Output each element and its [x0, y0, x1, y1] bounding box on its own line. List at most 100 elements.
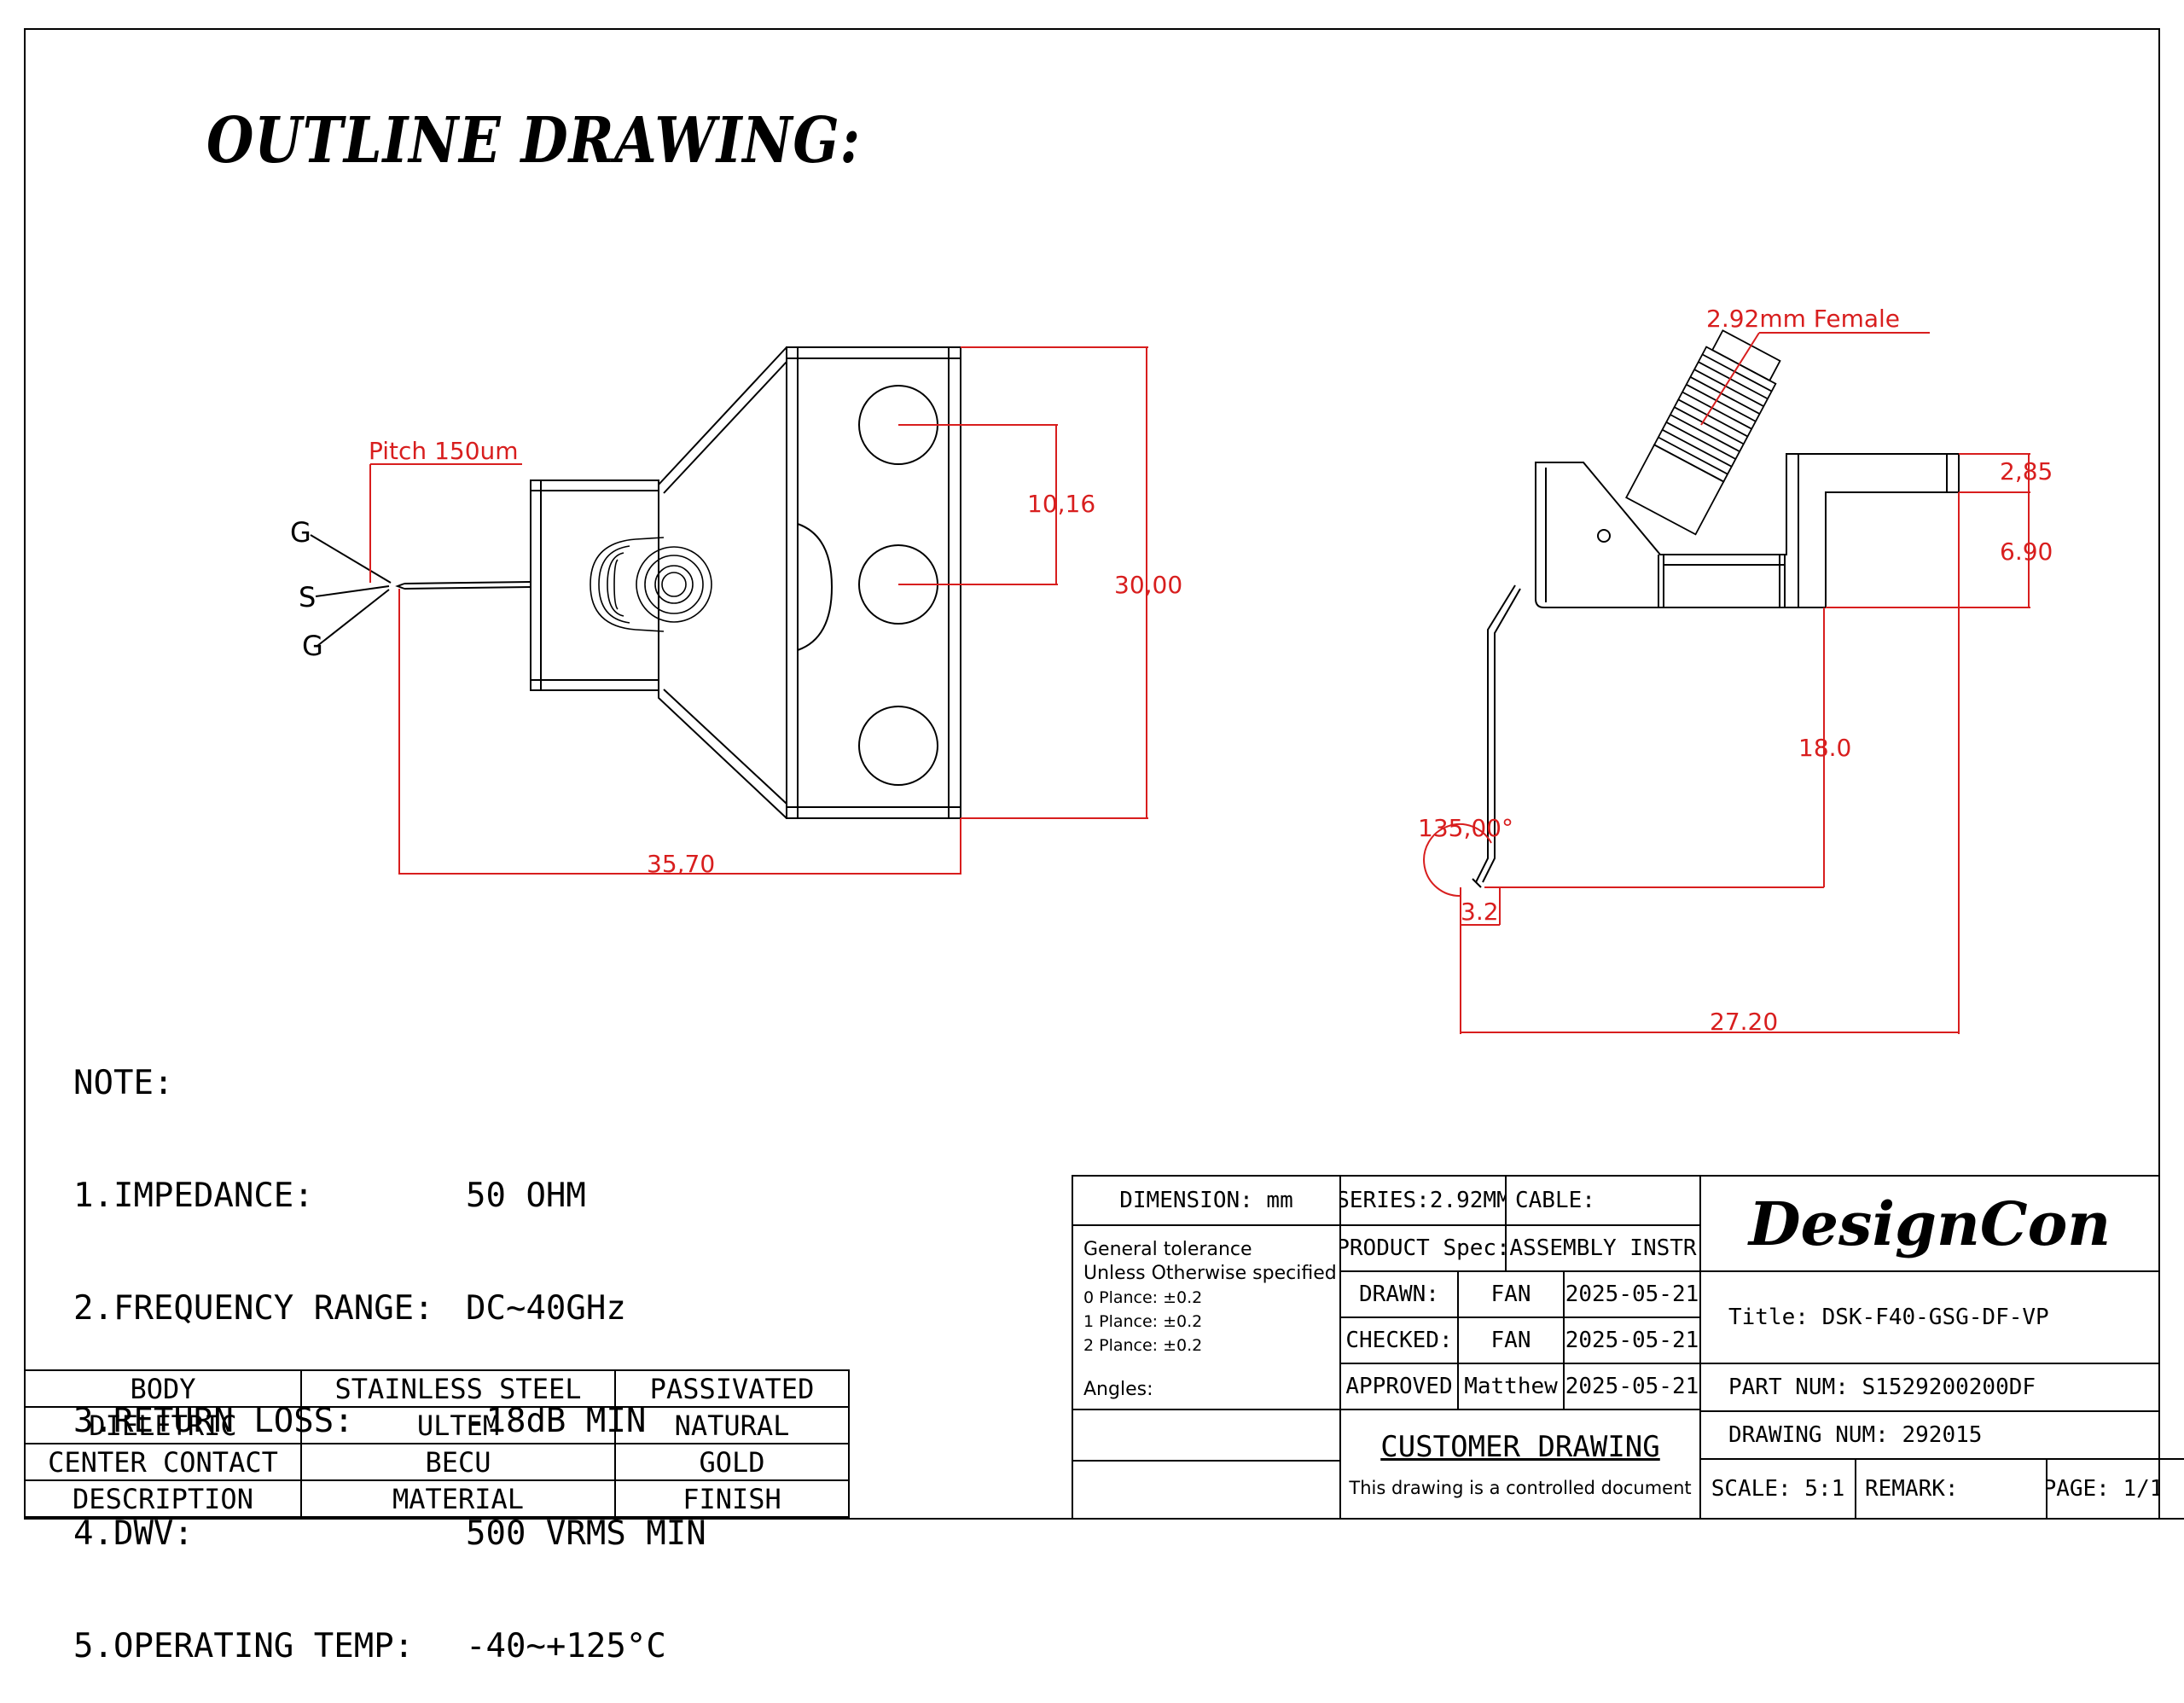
table-cell: BECU [300, 1443, 616, 1481]
note-value: 500 VRMS MIN [466, 1514, 706, 1553]
table-cell: PASSIVATED [614, 1369, 850, 1408]
dim-tip: 3.2 [1461, 898, 1499, 926]
company-logo: DesignCon [1699, 1175, 2160, 1272]
dim-drop: 18.0 [1798, 734, 1851, 762]
front-taper [658, 346, 787, 819]
probe-label-g-bottom: G [302, 630, 323, 662]
note-value: -40~+125°C [466, 1627, 666, 1665]
note-label: 4.DWV: [73, 1514, 194, 1553]
front-view [310, 346, 961, 819]
page-title: OUTLINE DRAWING: [206, 104, 861, 177]
table-cell: DESCRIPTION [24, 1479, 302, 1518]
note-item: 4.DWV: 500 VRMS MIN [73, 1514, 706, 1553]
table-cell: CENTER CONTACT [24, 1443, 302, 1481]
drawn-date: 2025-05-21 [1563, 1270, 1701, 1318]
table-cell: BODY [24, 1369, 302, 1408]
dim-top: 2,85 [2000, 457, 2053, 485]
front-bump [797, 523, 834, 651]
drawing-num-cell: DRAWING NUM: 292015 [1699, 1410, 2160, 1460]
front-body [786, 346, 961, 819]
customer-drawing-label: CUSTOMER DRAWING [1380, 1430, 1660, 1464]
probe-labels: G S G [290, 516, 323, 662]
materials-table: BODY STAINLESS STEEL PASSIVATED DIELETRI… [24, 1369, 850, 1518]
blank-cell [1072, 1409, 1341, 1462]
tolerance-line: 1 Plance: ±0.2 [1083, 1312, 1203, 1331]
table-cell: NATURAL [614, 1406, 850, 1444]
approved-date: 2025-05-21 [1563, 1363, 1701, 1410]
note-label: 2.FREQUENCY RANGE: [73, 1289, 434, 1328]
front-dim-labels: Pitch 150um 10,16 30,00 35,70 [369, 437, 1182, 878]
blank-cell [1072, 1460, 1341, 1520]
mounting-hole [858, 706, 938, 786]
side-hole [1597, 529, 1611, 543]
front-dimensions [369, 346, 1148, 875]
dim-hole-pitch: 10,16 [1027, 490, 1095, 518]
title-block: DIMENSION: mm General tolerance Unless O… [1072, 1175, 2184, 1520]
tolerance-box: General tolerance Unless Otherwise speci… [1072, 1224, 1341, 1410]
outline-drawing: Pitch 150um 10,16 30,00 35,70 G S G [290, 305, 2053, 1036]
side-connector [1625, 329, 1781, 536]
side-probe [1475, 584, 1516, 883]
probe-label-s: S [299, 581, 316, 613]
series-cell: SERIES:2.92MM [1339, 1175, 1507, 1226]
product-spec-label: PRODUCT Spec: [1339, 1224, 1507, 1272]
probe-trace [404, 581, 531, 584]
table-cell: STAINLESS STEEL [300, 1369, 616, 1408]
dim-step: 6.90 [2000, 538, 2053, 566]
table-cell: FINISH [614, 1479, 850, 1518]
scale-cell: SCALE: 5:1 [1699, 1458, 1856, 1520]
company-name: DesignCon [1748, 1188, 2111, 1259]
approved-by: Matthew [1457, 1363, 1565, 1410]
table-row: BODY STAINLESS STEEL PASSIVATED [24, 1369, 850, 1408]
notes-heading: NOTE: [73, 1064, 174, 1102]
tolerance-line: Unless Otherwise specified [1083, 1263, 1337, 1284]
drawn-label: DRAWN: [1339, 1270, 1459, 1318]
tolerance-line: 0 Plance: ±0.2 [1083, 1288, 1203, 1307]
table-row: CENTER CONTACT BECU GOLD [24, 1443, 850, 1481]
assembly-cell: ASSEMBLY INSTR [1505, 1224, 1701, 1272]
side-dimensions [1423, 332, 2030, 1034]
part-num-cell: PART NUM: S1529200200DF [1699, 1363, 2160, 1412]
table-cell: GOLD [614, 1443, 850, 1481]
notes: NOTE: 1.IMPEDANCE: 50 OHM 2.FREQUENCY RAN… [73, 990, 706, 1703]
note-value: 50 OHM [466, 1177, 586, 1215]
table-row: DESCRIPTION MATERIAL FINISH [24, 1479, 850, 1518]
note-item: 1.IMPEDANCE: 50 OHM [73, 1177, 586, 1215]
drawn-by: FAN [1457, 1270, 1565, 1318]
tolerance-line: General tolerance [1083, 1239, 1252, 1260]
dim-width: 27.20 [1710, 1008, 1778, 1036]
checked-date: 2025-05-21 [1563, 1316, 1701, 1364]
connector-leader [1700, 332, 1760, 426]
side-body [1535, 453, 1960, 608]
approved-label: APPROVED [1339, 1363, 1459, 1410]
dim-length: 35,70 [647, 850, 715, 878]
dimension-unit: DIMENSION: mm [1072, 1175, 1341, 1226]
dim-height: 30,00 [1114, 571, 1182, 599]
side-view [1472, 329, 1960, 888]
note-value: DC~40GHz [466, 1289, 626, 1328]
angles-label: Angles: [1083, 1379, 1153, 1400]
customer-drawing-box: CUSTOMER DRAWING This drawing is a contr… [1339, 1409, 1701, 1520]
note-label: 5.OPERATING TEMP: [73, 1627, 415, 1665]
connector-face [590, 537, 712, 632]
tolerance-line: 2 Plance: ±0.2 [1083, 1336, 1203, 1355]
table-cell: MATERIAL [300, 1479, 616, 1518]
angle-arc [1423, 823, 1492, 898]
front-flange [530, 480, 659, 691]
side-dim-labels: 2.92mm Female 2,85 6.90 18.0 135,00° 3.2… [1418, 305, 2053, 1036]
note-label: 1.IMPEDANCE: [73, 1177, 314, 1215]
page-cell: PAGE: 1/1 [2046, 1458, 2160, 1520]
connector-label: 2.92mm Female [1706, 305, 1900, 333]
dim-angle: 135,00° [1418, 814, 1513, 842]
controlled-document-note: This drawing is a controlled document [1349, 1478, 1692, 1498]
cable-cell: CABLE: [1505, 1175, 1701, 1226]
checked-by: FAN [1457, 1316, 1565, 1364]
title-cell: Title: DSK-F40-GSG-DF-VP [1699, 1270, 2160, 1364]
probe-label-g-top: G [290, 516, 311, 549]
pitch-label: Pitch 150um [369, 437, 519, 465]
table-cell: ULTEM [300, 1406, 616, 1444]
note-item: 2.FREQUENCY RANGE: DC~40GHz [73, 1289, 626, 1328]
note-item: 5.OPERATING TEMP: -40~+125°C [73, 1627, 666, 1665]
checked-label: CHECKED: [1339, 1316, 1459, 1364]
table-row: DIELETRIC ULTEM NATURAL [24, 1406, 850, 1444]
